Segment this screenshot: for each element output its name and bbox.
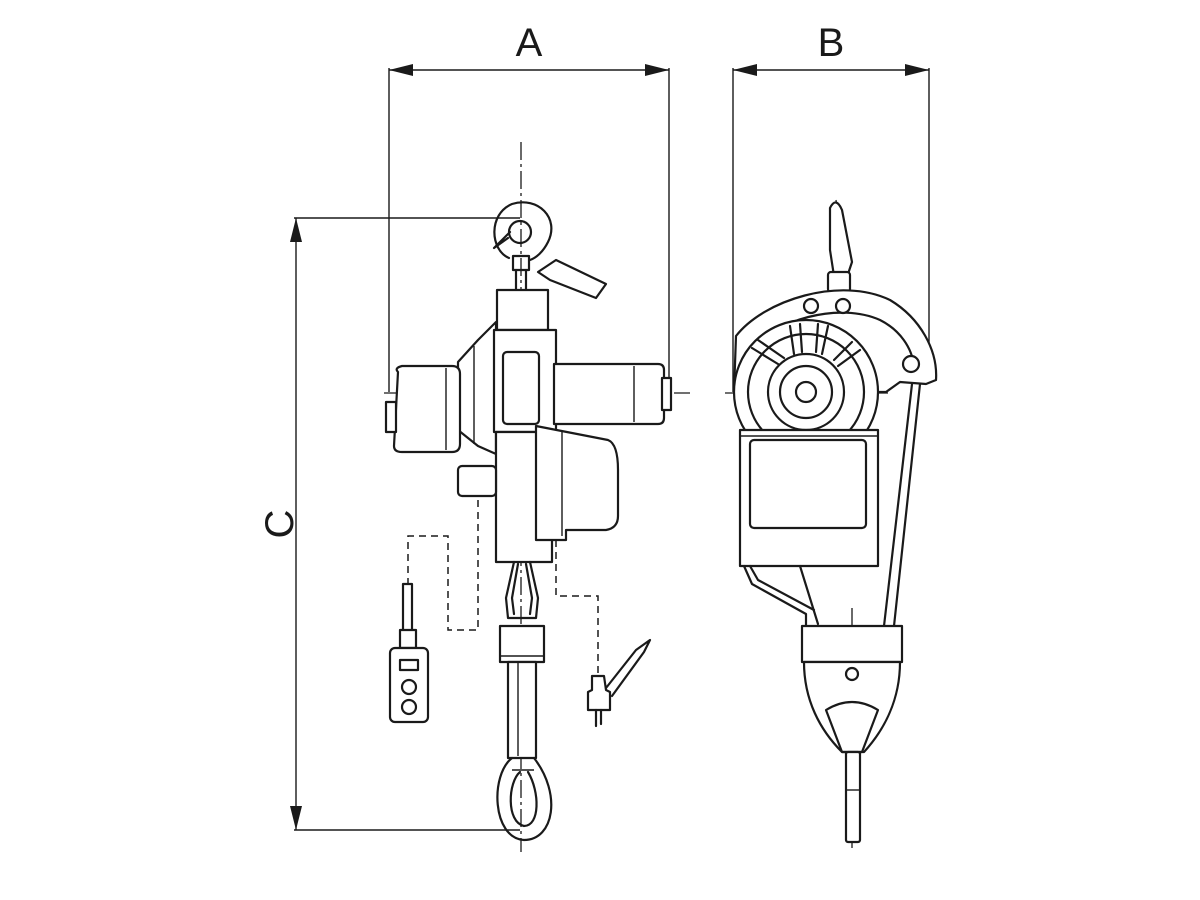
dimension-b-right-arrow — [905, 64, 929, 76]
lower-body — [456, 424, 620, 564]
gearbox-housing — [552, 362, 673, 426]
dimension-c: C — [258, 217, 520, 831]
front-view — [384, 201, 673, 842]
dimension-b: B — [732, 21, 930, 392]
pendant-up-button-icon — [400, 678, 418, 696]
side-top-hook — [826, 201, 854, 294]
dimension-b-label: B — [818, 21, 845, 65]
dimension-b-left-arrow — [733, 64, 757, 76]
power-cable — [555, 540, 599, 676]
bottom-hook — [496, 756, 553, 842]
dimension-c-top-arrow — [290, 218, 302, 242]
pendant-display-icon — [398, 658, 420, 672]
dimension-a-right-arrow — [645, 64, 669, 76]
bolt-icon — [834, 297, 852, 315]
top-hook — [492, 201, 608, 300]
pendant-cable — [407, 500, 479, 631]
side-bottom-block — [800, 624, 904, 844]
dimension-a-label: A — [516, 21, 543, 65]
motor-housing — [384, 320, 498, 456]
dimension-c-bottom-arrow — [290, 806, 302, 830]
pin-icon — [844, 666, 860, 682]
bolt-icon — [901, 354, 921, 374]
pendant-control — [388, 582, 430, 724]
upper-frame — [495, 288, 550, 332]
pendant-down-button-icon — [400, 698, 418, 716]
central-body — [492, 328, 558, 434]
side-body — [738, 382, 922, 628]
dimension-a: A — [388, 21, 670, 392]
bolt-icon — [802, 297, 820, 315]
dimension-a-left-arrow — [389, 64, 413, 76]
power-plug — [586, 638, 652, 728]
side-view — [732, 201, 938, 844]
wire-rope — [498, 560, 546, 760]
dimension-c-label: C — [258, 510, 302, 539]
